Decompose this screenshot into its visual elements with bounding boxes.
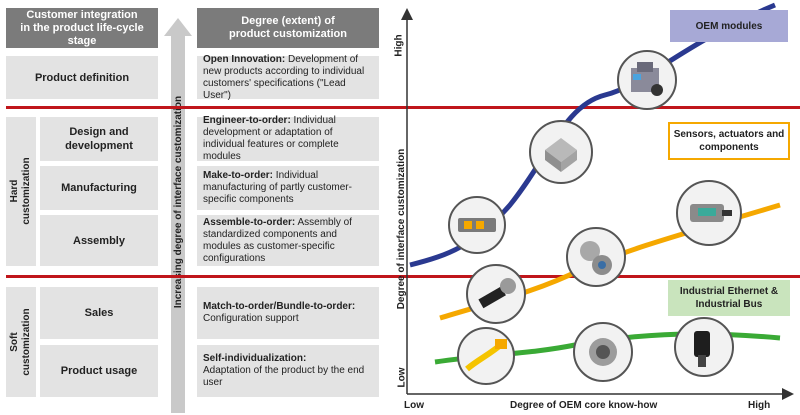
divider-line-top xyxy=(6,106,800,109)
y-axis-high: High xyxy=(393,34,405,57)
legend-oem-modules: OEM modules xyxy=(670,10,788,42)
group-hard-customization xyxy=(6,117,36,266)
y-axis-low: Low xyxy=(396,367,408,388)
product-circular-connector-image xyxy=(566,227,626,287)
product-threaded-connector-image xyxy=(573,322,633,382)
product-yellow-ethernet-cable-image xyxy=(457,327,515,385)
desc-match-to-order: Match-to-order/Bundle-to-order: Configur… xyxy=(197,287,379,339)
arrow-label: Increasing degree of interface customiza… xyxy=(173,95,184,309)
product-oem-module-image xyxy=(617,50,677,110)
group-soft-customization xyxy=(6,287,36,397)
increasing-arrow xyxy=(164,18,192,413)
x-axis-high: High xyxy=(748,400,771,411)
divider-line-middle xyxy=(6,275,800,278)
header-degree-customization: Degree (extent) of product customization xyxy=(197,8,379,48)
group-soft-label: Soft customization xyxy=(9,308,32,376)
stage-manufacturing: Manufacturing xyxy=(40,166,158,210)
product-connector-module-image xyxy=(448,196,506,254)
desc-engineer-to-order: Engineer-to-order: Individual developmen… xyxy=(197,115,379,162)
product-dsub-connector-image xyxy=(676,180,742,246)
desc-make-to-order: Make-to-order: Individual manufacturing … xyxy=(197,166,379,210)
desc-self-individualization: Self-individualization: Adaptation of th… xyxy=(197,345,379,397)
group-hard-label: Hard customization xyxy=(9,157,32,225)
x-axis-label: Degree of OEM core know-how xyxy=(510,400,658,411)
legend-sensors: Sensors, actuators and components xyxy=(668,122,790,160)
stage-product-usage: Product usage xyxy=(40,345,158,397)
product-black-plug-image xyxy=(674,317,734,377)
desc-open-innovation: Open Innovation: Development of new prod… xyxy=(197,54,379,101)
product-m12-cable-image xyxy=(466,264,526,324)
stage-assembly: Assembly xyxy=(40,215,158,266)
stage-sales: Sales xyxy=(40,287,158,339)
stage-product-definition: Product definition xyxy=(6,56,158,99)
product-module-block-image xyxy=(529,120,593,184)
y-axis-label: Degree of interface customization xyxy=(396,148,407,310)
desc-assemble-to-order: Assemble-to-order: Assembly of standardi… xyxy=(197,215,379,266)
header-customer-integration: Customer integration in the product life… xyxy=(6,8,158,48)
x-axis-low: Low xyxy=(404,400,424,411)
legend-ethernet: Industrial Ethernet & Industrial Bus xyxy=(668,280,790,316)
stage-design-development: Design and development xyxy=(40,117,158,161)
